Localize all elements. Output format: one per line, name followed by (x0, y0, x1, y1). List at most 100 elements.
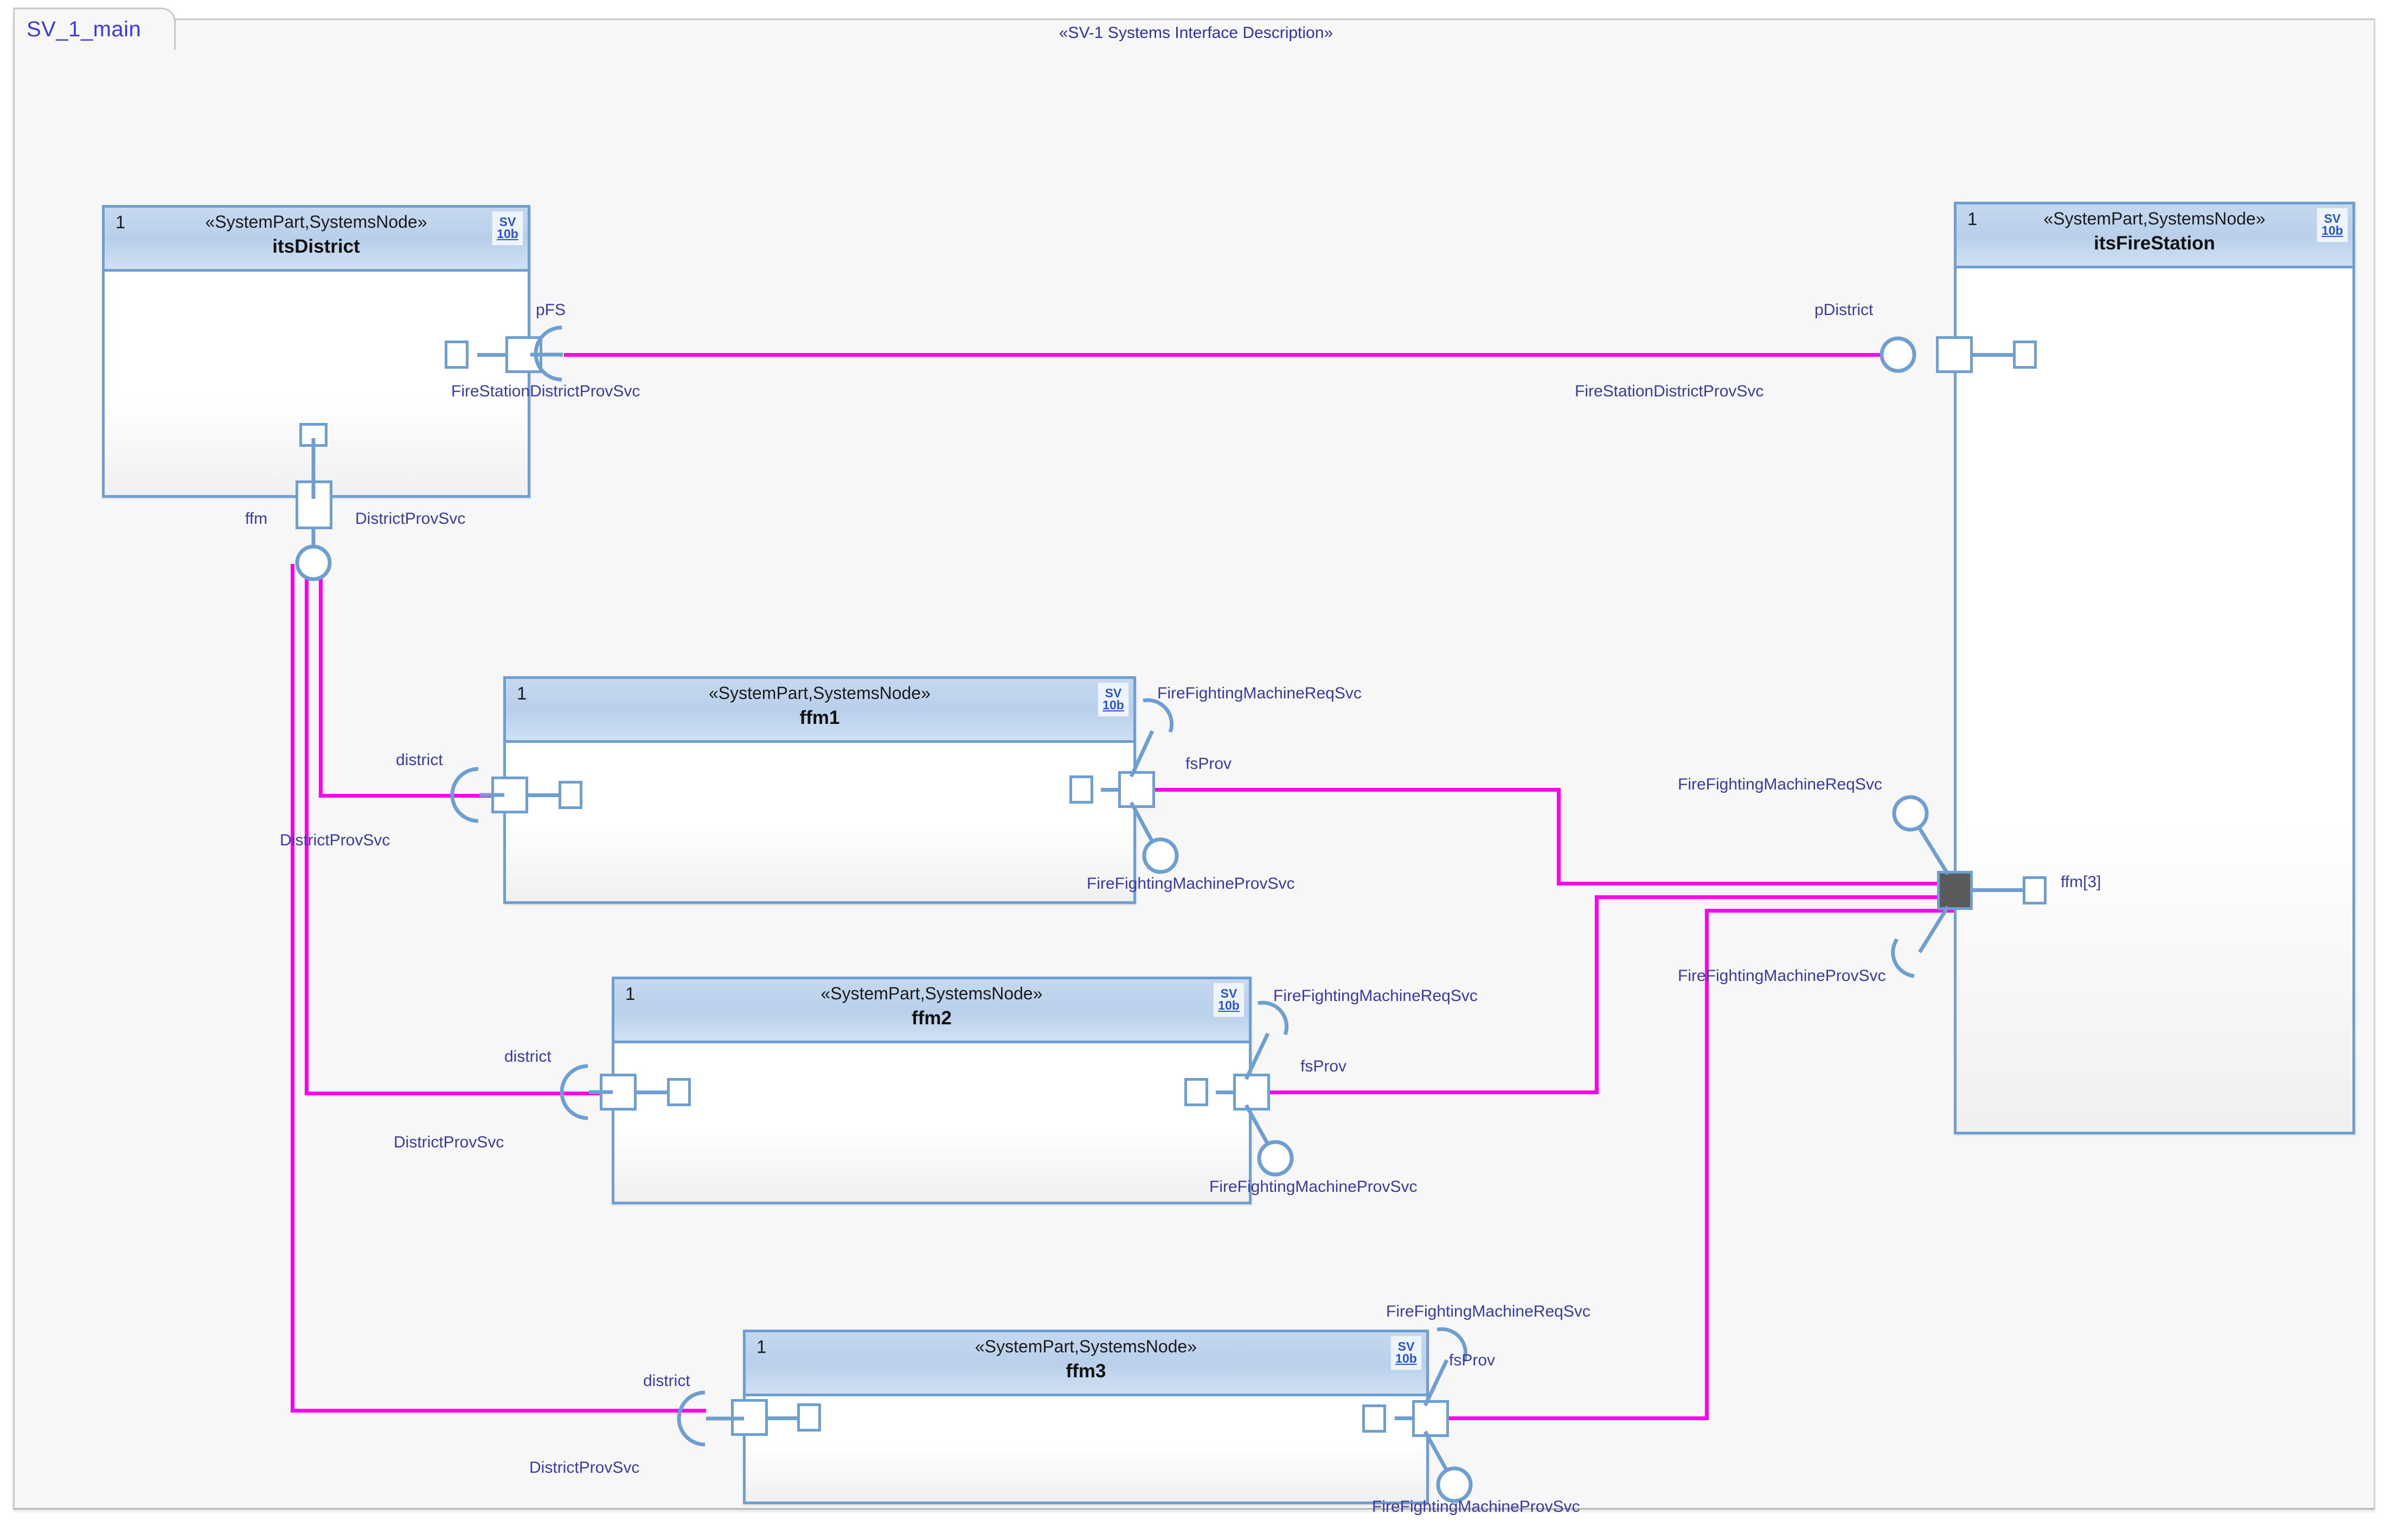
block-header: 1 «SystemPart,SystemsNode» itsFireStatio… (1957, 204, 2352, 268)
interface-label-ffm3-req: FireFightingMachineReqSvc (1386, 1302, 1591, 1320)
sv-10b-icon: SV 10b (492, 211, 523, 246)
port-label-ffm1-district: district (396, 751, 443, 769)
port-ffm3-station[interactable] (1937, 871, 1973, 910)
block-stereotype: «SystemPart,SystemsNode» (205, 212, 427, 232)
connector-ffm3-station-h2[interactable] (1705, 909, 1980, 913)
block-ffm3[interactable]: 1 «SystemPart,SystemsNode» ffm3 SV 10b (743, 1330, 1429, 1504)
port-leg (1952, 353, 2017, 357)
interface-label-ffm2-prov: FireFightingMachineProvSvc (1209, 1178, 1418, 1196)
sv-icon-bottom: 10b (1395, 1351, 1417, 1365)
port-label-ffm: ffm (245, 510, 268, 528)
interface-label-district-prov-ffm2: DistrictProvSvc (394, 1133, 504, 1151)
port-ffm2-district[interactable] (600, 1074, 637, 1111)
connector-district-ffm1-vert[interactable] (319, 564, 323, 797)
interface-label-ffm1-prov: FireFightingMachineProvSvc (1087, 875, 1295, 893)
port-ffm1-fsProv[interactable] (1118, 771, 1155, 808)
port-stub-ffm1-fsProv (1069, 775, 1093, 804)
port-label-ffm3-district: district (643, 1372, 690, 1390)
port-leg (521, 793, 575, 797)
connector-ffm1-station-h2[interactable] (1557, 882, 1980, 886)
frame-tab-label: SV_1_main (27, 17, 142, 41)
port-label-pFS: pFS (536, 301, 566, 319)
connector-district-ffm1-horiz[interactable] (319, 794, 495, 798)
port-leg (629, 1090, 683, 1094)
interface-label-district-prov-ffm3: DistrictProvSvc (529, 1459, 640, 1477)
port-pDistrict[interactable] (1936, 336, 1973, 373)
block-ffm2[interactable]: 1 «SystemPart,SystemsNode» ffm2 SV 10b (612, 977, 1252, 1204)
port-stub-ffm (299, 423, 328, 447)
connector-district-ffm2-horiz[interactable] (305, 1092, 606, 1095)
interface-label-ffm1-req: FireFightingMachineReqSvc (1157, 684, 1362, 702)
interface-label-firestation-district-right: FireStationDistrictProvSvc (1575, 382, 1764, 400)
block-name: itsDistrict (272, 236, 360, 257)
interface-label-station-prov: FireFightingMachineProvSvc (1678, 967, 1886, 985)
port-ffm3-fsProv[interactable] (1412, 1400, 1449, 1437)
block-multiplicity: 1 (625, 984, 636, 1004)
port-stub-pFS (445, 341, 469, 369)
connector-ffm3-station-v[interactable] (1705, 909, 1709, 1420)
port-stub-ffm3-station (2023, 876, 2047, 904)
port-stub-ffm2-fsProv (1184, 1078, 1208, 1106)
interface-label-ffm2-req: FireFightingMachineReqSvc (1273, 987, 1478, 1005)
block-stereotype: «SystemPart,SystemsNode» (974, 1337, 1197, 1356)
sv-icon-top: SV (499, 215, 516, 229)
sv-icon-bottom: 10b (1102, 698, 1124, 712)
diagram-frame-tab[interactable]: SV_1_main (13, 8, 176, 50)
connector-ffm1-station-v[interactable] (1557, 788, 1561, 886)
connector-ffm2-station-v[interactable] (1595, 895, 1599, 1094)
block-itsDistrict[interactable]: 1 «SystemPart,SystemsNode» itsDistrict S… (102, 205, 530, 498)
connector-ffm3-station-h1[interactable] (1436, 1416, 1709, 1420)
sv-icon-top: SV (1220, 986, 1237, 1001)
block-multiplicity: 1 (756, 1337, 767, 1357)
port-label-ffm1-fsProv: fsProv (1185, 755, 1232, 773)
block-header: 1 «SystemPart,SystemsNode» ffm2 SV 10b (614, 979, 1249, 1043)
sv-icon-bottom: 10b (497, 227, 518, 241)
block-header: 1 «SystemPart,SystemsNode» itsDistrict S… (105, 208, 528, 272)
connector-ffm2-station-h1[interactable] (1257, 1090, 1599, 1094)
block-name: ffm3 (1066, 1361, 1106, 1382)
port-stub-ffm3-fsProv (1362, 1404, 1386, 1433)
sv-icon-bottom: 10b (1218, 998, 1240, 1012)
sv-10b-icon: SV 10b (1098, 682, 1129, 717)
connector-district-ffm2-vert[interactable] (305, 564, 309, 1095)
sv-10b-icon: SV 10b (1390, 1336, 1422, 1370)
diagram-title: «SV-1 Systems Interface Description» (1059, 24, 1333, 42)
block-name: itsFireStation (2094, 233, 2215, 254)
interface-label-district-prov-top: DistrictProvSvc (355, 510, 466, 528)
connector-firestation-district[interactable] (564, 353, 1888, 357)
port-pFS[interactable] (505, 336, 542, 373)
block-stereotype: «SystemPart,SystemsNode» (2043, 209, 2266, 228)
port-ffm2-fsProv[interactable] (1233, 1074, 1270, 1111)
port-stub-ffm1-district (559, 781, 582, 809)
sv-icon-top: SV (1397, 1339, 1415, 1354)
connector-ffm1-station-h1[interactable] (1143, 788, 1561, 792)
connector-district-ffm3-vert[interactable] (291, 564, 294, 1413)
block-name: ffm1 (799, 707, 840, 728)
block-header: 1 «SystemPart,SystemsNode» ffm1 SV 10b (506, 679, 1133, 743)
port-label-ffm3-station: ffm[3] (2061, 873, 2101, 891)
sv-10b-icon: SV 10b (1213, 983, 1245, 1017)
block-ffm1[interactable]: 1 «SystemPart,SystemsNode» ffm1 SV 10b (503, 676, 1136, 904)
port-label-ffm2-fsProv: fsProv (1300, 1057, 1347, 1075)
port-stub-ffm2-district (667, 1078, 691, 1106)
connector-ffm2-station-h2[interactable] (1595, 895, 1980, 899)
block-multiplicity: 1 (517, 683, 527, 703)
port-ffm[interactable] (296, 480, 332, 529)
port-leg (759, 1416, 813, 1420)
port-label-pDistrict: pDistrict (1814, 301, 1874, 319)
port-ffm1-district[interactable] (491, 777, 528, 813)
block-header: 1 «SystemPart,SystemsNode» ffm3 SV 10b (746, 1332, 1426, 1396)
port-leg (1967, 888, 2027, 892)
port-label-ffm3-fsProv: fsProv (1449, 1351, 1496, 1369)
sv-10b-icon: SV 10b (2317, 208, 2348, 242)
interface-label-station-req: FireFightingMachineReqSvc (1678, 775, 1882, 793)
port-label-ffm2-district: district (504, 1048, 551, 1066)
port-ffm3-district[interactable] (731, 1399, 768, 1436)
block-stereotype: «SystemPart,SystemsNode» (820, 984, 1043, 1003)
connector-district-ffm3-horiz[interactable] (291, 1409, 706, 1413)
sv-icon-top: SV (2324, 211, 2341, 226)
port-stub-ffm3-district (797, 1403, 821, 1432)
sv-icon-top: SV (1105, 686, 1122, 701)
port-stub-pDistrict (2013, 341, 2037, 369)
